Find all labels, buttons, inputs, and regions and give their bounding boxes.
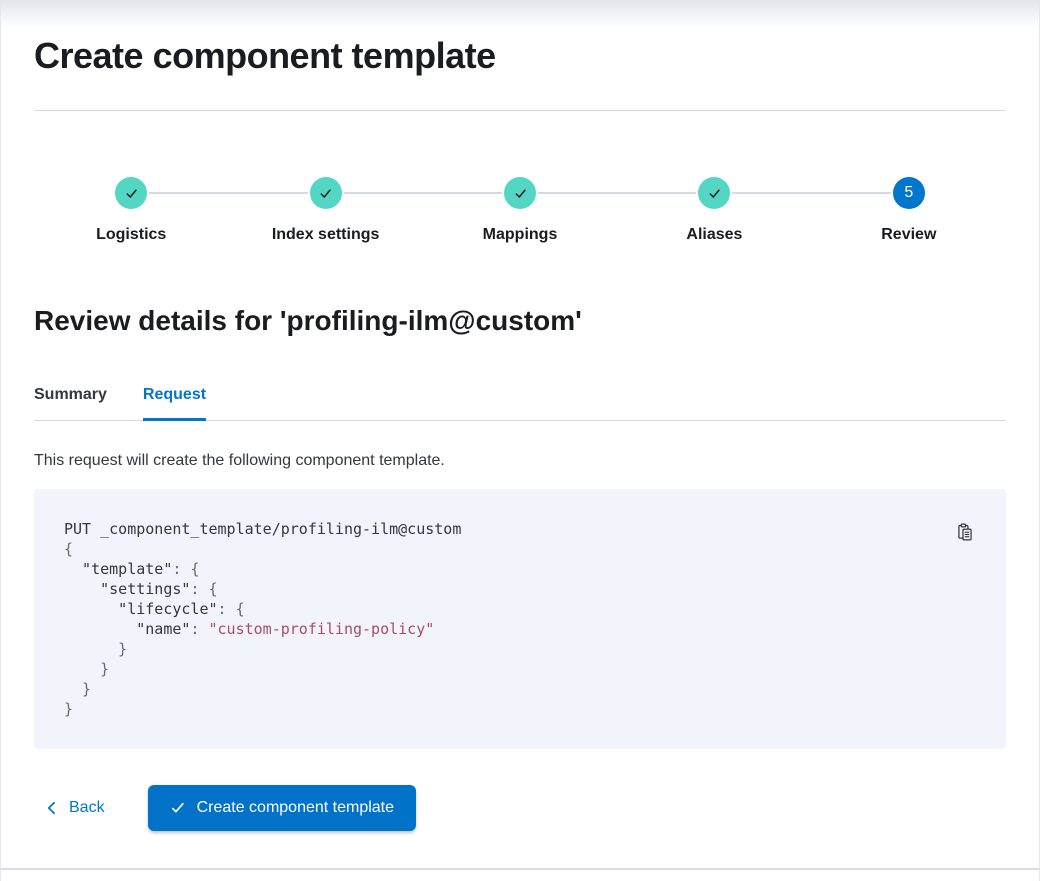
review-heading: Review details for 'profiling-ilm@custom…	[34, 305, 582, 336]
check-icon	[515, 188, 526, 198]
step-aliases[interactable]: Aliases	[617, 177, 813, 247]
create-component-template-button[interactable]: Create component template	[147, 785, 417, 831]
check-icon	[126, 188, 137, 198]
step-review[interactable]: 5 Review	[811, 177, 1006, 247]
step-number: 5	[904, 184, 914, 201]
step-index-settings[interactable]: Index settings	[228, 177, 424, 247]
bottom-border	[1, 868, 1039, 870]
check-icon	[171, 802, 184, 813]
request-code: PUT _component_template/profiling-ilm@cu…	[64, 520, 462, 718]
check-icon	[320, 188, 331, 198]
request-code-panel: PUT _component_template/profiling-ilm@cu…	[34, 489, 1006, 749]
check-icon	[709, 188, 720, 198]
step-logistics[interactable]: Logistics	[34, 177, 229, 247]
back-label: Back	[69, 799, 105, 816]
step-mappings[interactable]: Mappings	[422, 177, 618, 247]
chevron-left-icon	[47, 801, 55, 815]
title-divider	[34, 110, 1006, 111]
step-circle-complete	[115, 177, 148, 209]
step-label: Logistics	[96, 226, 167, 243]
back-button[interactable]: Back	[34, 799, 115, 817]
page-title: Create component template	[34, 35, 496, 76]
step-label: Aliases	[686, 226, 743, 243]
step-circle-complete	[309, 177, 342, 209]
step-circle-current: 5	[892, 177, 925, 209]
review-tabs: Summary Request	[34, 383, 1006, 421]
step-label: Review	[881, 226, 937, 243]
step-circle-complete	[504, 177, 537, 209]
step-label: Index settings	[271, 226, 380, 243]
tab-request[interactable]: Request	[142, 383, 207, 421]
request-description: This request will create the following c…	[34, 452, 445, 469]
wizard-footer: Back Create component template	[34, 785, 1006, 831]
copy-clipboard-icon	[958, 523, 972, 541]
create-button-label: Create component template	[196, 799, 395, 816]
step-circle-complete	[698, 177, 731, 209]
step-label: Mappings	[482, 226, 558, 243]
horizontal-steps: Logistics Index settings Mappings Aliase…	[34, 177, 1006, 247]
tab-summary[interactable]: Summary	[34, 386, 107, 403]
copy-button[interactable]	[954, 521, 976, 543]
